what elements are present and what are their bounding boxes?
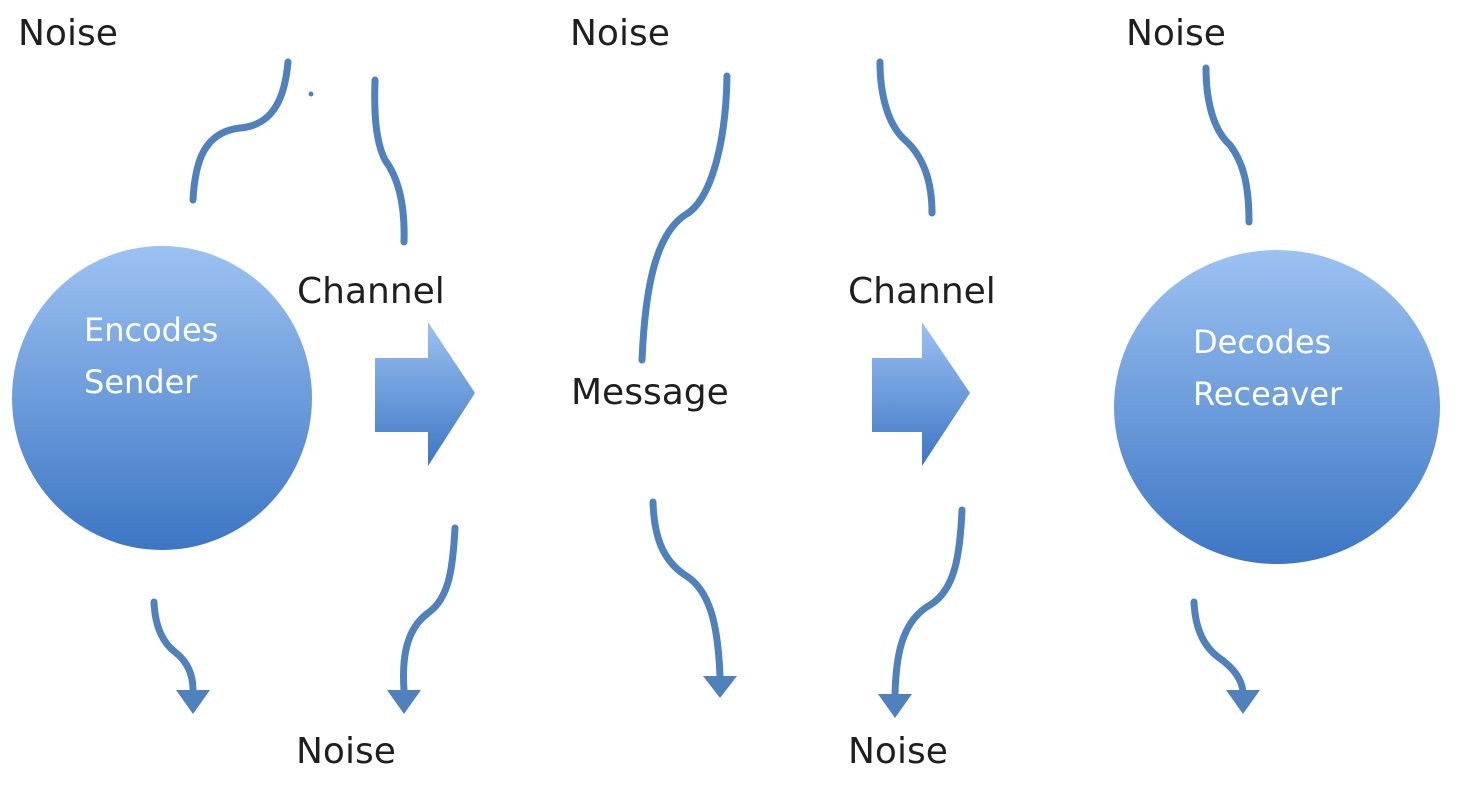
noise-label-bottom-right: Noise — [848, 731, 948, 772]
noise-line-bottom-1 — [150, 598, 197, 694]
sender-node — [12, 246, 312, 550]
noise-label-bottom-left: Noise — [296, 731, 396, 772]
noise-line-top-5 — [1202, 64, 1253, 226]
noise-arrowhead-2 — [387, 690, 421, 714]
receiver-line-1: Decodes — [1193, 323, 1332, 361]
noise-line-bottom-2 — [400, 524, 459, 694]
noise-label-top-center: Noise — [570, 13, 670, 54]
receiver-node-text: Decodes Receaver — [1193, 316, 1342, 420]
noise-line-bottom-4 — [891, 506, 966, 698]
sender-line-2: Sender — [84, 363, 198, 401]
noise-arrowhead-4 — [878, 694, 912, 718]
receiver-line-2: Receaver — [1193, 375, 1343, 413]
noise-line-bottom-3 — [649, 498, 724, 680]
channel-arrow-left — [375, 322, 475, 466]
message-label: Message — [571, 372, 729, 413]
noise-arrowhead-5 — [1226, 690, 1260, 714]
channel-label-right: Channel — [848, 271, 996, 312]
sender-line-1: Encodes — [84, 311, 219, 349]
sender-node-text: Encodes Sender — [84, 304, 218, 408]
noise-line-top-4 — [876, 58, 936, 217]
noise-line-top-2 — [371, 76, 408, 246]
noise-line-top-1 — [189, 58, 292, 204]
channel-label-left: Channel — [297, 271, 445, 312]
noise-label-top-right: Noise — [1126, 13, 1226, 54]
noise-arrowhead-1 — [176, 690, 210, 714]
receiver-node — [1114, 250, 1440, 564]
noise-arrowhead-3 — [703, 676, 737, 698]
noise-line-bottom-5 — [1190, 598, 1247, 696]
channel-arrow-right — [872, 322, 970, 466]
stray-dot — [308, 91, 314, 97]
noise-label-top-left: Noise — [18, 13, 118, 54]
noise-line-top-3 — [638, 72, 731, 364]
